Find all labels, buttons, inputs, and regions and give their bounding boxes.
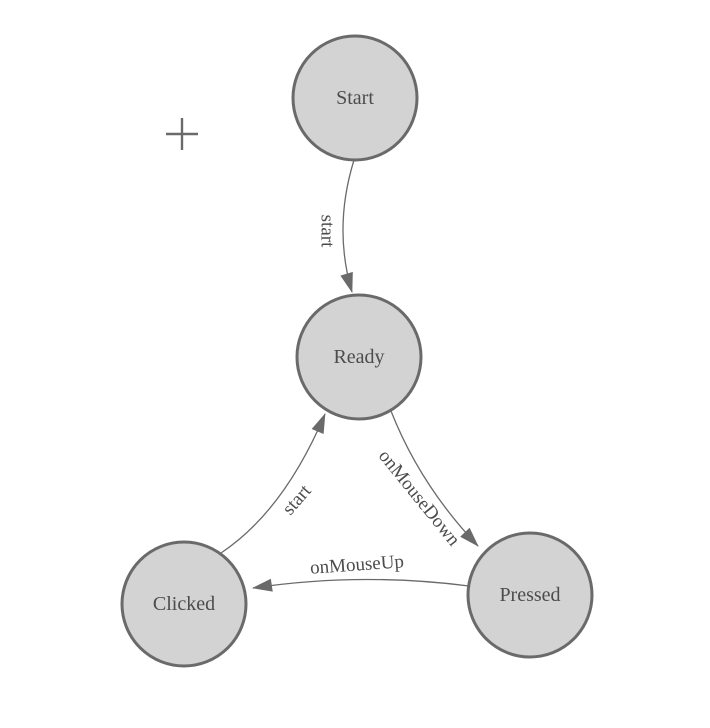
node-ready-label: Ready: [333, 346, 384, 368]
node-clicked-circle[interactable]: [120, 540, 248, 668]
edge-clicked-to-ready[interactable]: start: [220, 413, 326, 554]
node-ready[interactable]: Ready: [295, 293, 423, 421]
edge-start-to-ready[interactable]: start: [317, 159, 355, 293]
edge-pressed-to-clicked-label: onMouseUp: [309, 551, 404, 579]
node-start-circle[interactable]: [291, 34, 419, 162]
crosshair-cursor-icon: [166, 118, 198, 150]
edge-start-to-ready-line[interactable]: [340, 159, 355, 293]
node-start-label: Start: [336, 87, 374, 109]
node-pressed[interactable]: Pressed: [466, 531, 594, 659]
edge-ready-to-pressed-label: onMouseDown: [374, 446, 464, 551]
node-clicked[interactable]: Clicked: [120, 540, 248, 668]
edge-ready-to-pressed-line[interactable]: [390, 410, 479, 547]
node-clicked-label: Clicked: [153, 593, 215, 615]
edge-clicked-to-ready-line[interactable]: [220, 413, 326, 554]
edge-ready-to-pressed[interactable]: onMouseDown: [374, 410, 479, 551]
node-start[interactable]: Start: [291, 34, 419, 162]
node-pressed-label: Pressed: [499, 584, 560, 606]
node-ready-circle[interactable]: [295, 293, 423, 421]
edge-pressed-to-clicked-line[interactable]: [252, 578, 470, 592]
edge-pressed-to-clicked[interactable]: onMouseUp: [252, 551, 470, 592]
edge-start-to-ready-label: start: [317, 215, 338, 248]
node-pressed-circle[interactable]: [466, 531, 594, 659]
edge-clicked-to-ready-label: start: [278, 480, 316, 519]
